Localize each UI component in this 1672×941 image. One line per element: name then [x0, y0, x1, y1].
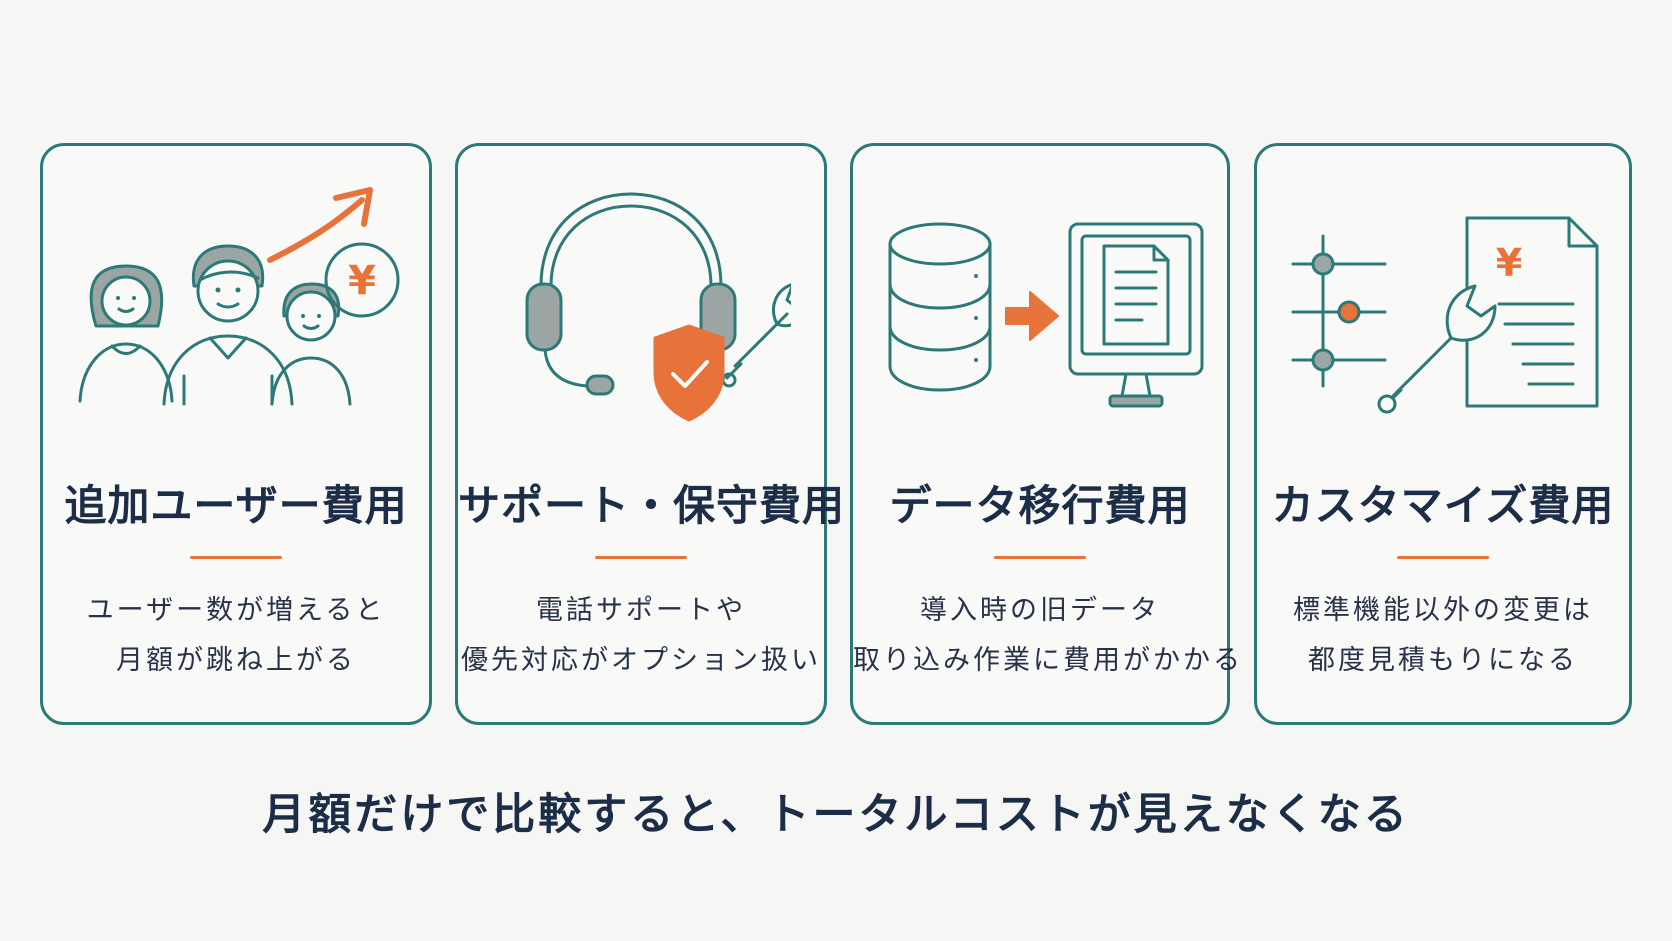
sliders-icon: [1291, 234, 1387, 388]
monitor-document-icon: [1068, 222, 1204, 408]
description-line: 導入時の旧データ: [920, 595, 1160, 626]
headset-icon: [525, 192, 737, 396]
card-title: 追加ユーザー費用: [64, 481, 408, 530]
woman-icon: [78, 264, 174, 403]
man-icon: [162, 244, 294, 406]
svg-text:¥: ¥: [348, 258, 376, 304]
database-icon: [888, 222, 992, 392]
card-title: サポート・保守費用: [458, 481, 846, 530]
card-title: データ移行費用: [889, 481, 1191, 530]
trend-arrow-icon: [267, 187, 373, 263]
customization-illustration: ¥: [1257, 176, 1629, 476]
card-support-maintenance-cost: サポート・保守費用 電話サポートや 優先対応がオプション扱い: [455, 143, 846, 725]
card-description: 電話サポートや 優先対応がオプション扱い: [458, 586, 824, 686]
title-divider: [190, 556, 282, 559]
svg-text:¥: ¥: [1496, 241, 1522, 285]
description-line: 取り込み作業に費用がかかる: [853, 645, 1243, 676]
card-customization-cost: ¥ カスタマイズ費用 標準機能以外の変更は 都度見積もりになる: [1254, 143, 1632, 725]
wrench-icon: [721, 283, 791, 388]
description-line: 標準機能以外の変更は: [1293, 595, 1593, 626]
support-illustration: [458, 176, 824, 476]
description-line: 電話サポートや: [536, 595, 746, 626]
card-additional-user-cost: ¥ 追加ユーザー費用 ユーザー数が増えると 月額が跳ね上がる: [40, 143, 432, 725]
card-title: カスタマイズ費用: [1271, 481, 1615, 530]
transfer-arrow-icon: [1005, 291, 1059, 341]
description-line: 都度見積もりになる: [1308, 645, 1578, 676]
card-description: 導入時の旧データ 取り込み作業に費用がかかる: [853, 586, 1243, 686]
title-divider: [1397, 556, 1489, 559]
wrench-icon: [1377, 284, 1497, 414]
title-divider: [595, 556, 687, 559]
card-description: 標準機能以外の変更は 都度見積もりになる: [1257, 586, 1629, 686]
users-cost-illustration: ¥: [43, 176, 429, 476]
card-description: ユーザー数が増えると 月額が跳ね上がる: [43, 586, 429, 686]
shield-check-icon: [653, 324, 725, 422]
yen-coin-icon: ¥: [324, 242, 400, 318]
data-migration-illustration: [853, 176, 1227, 476]
child-icon: [270, 282, 352, 406]
description-line: 月額が跳ね上がる: [116, 645, 356, 676]
title-divider: [994, 556, 1086, 559]
description-line: ユーザー数が増えると: [86, 595, 386, 626]
description-line: 優先対応がオプション扱い: [461, 645, 821, 676]
document-icon: ¥: [1465, 216, 1599, 408]
card-data-migration-cost: データ移行費用 導入時の旧データ 取り込み作業に費用がかかる: [850, 143, 1243, 725]
summary-footer: 月額だけで比較すると、トータルコストが見えなくなる: [262, 790, 1410, 840]
